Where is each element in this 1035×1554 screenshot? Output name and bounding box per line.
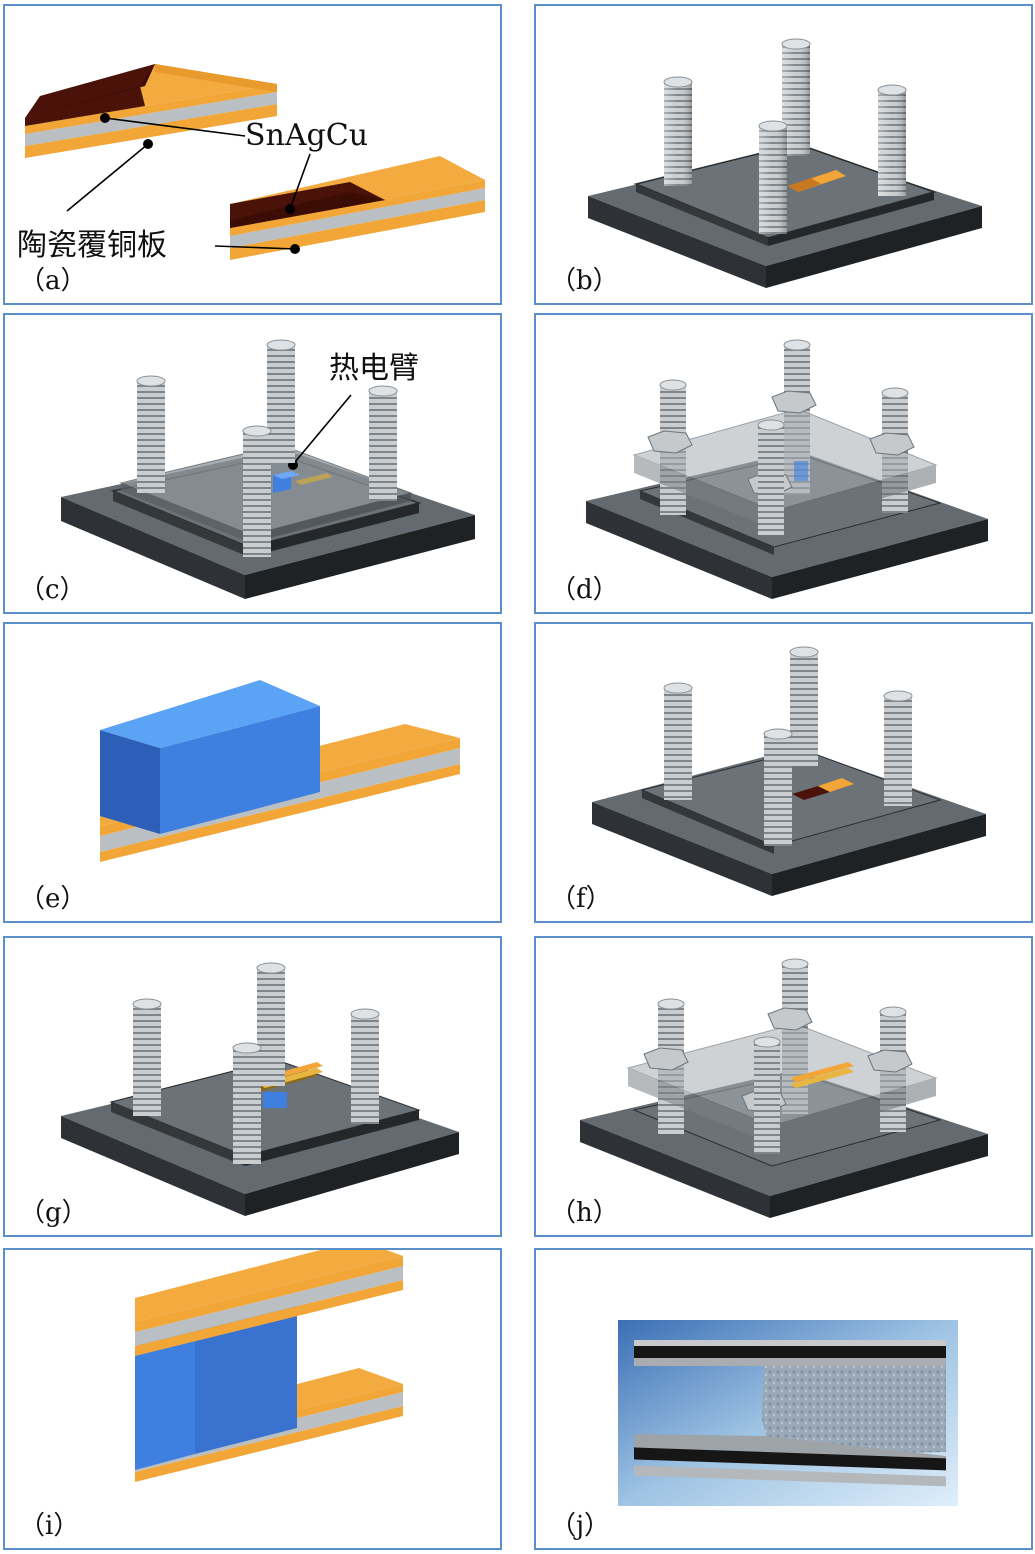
panel-i-label: （i）	[19, 1511, 80, 1541]
bolt-front	[757, 419, 785, 535]
inverted-dbc-strip	[790, 1062, 854, 1088]
thermoelectric-leg	[263, 1092, 287, 1108]
bolt-front	[753, 1036, 781, 1154]
panel-i: （i）	[3, 1248, 502, 1550]
bolt-back-left	[663, 76, 693, 186]
panel-h: （h）	[534, 936, 1033, 1237]
panel-g-label: （g）	[19, 1198, 88, 1228]
substrate-annotation: 陶瓷覆铜板	[17, 228, 167, 263]
panel-f-label: （f）	[550, 884, 612, 914]
panel-a-label: （a）	[19, 266, 87, 296]
thermoelectric-leg-block	[135, 1304, 297, 1470]
bolt-front	[242, 425, 272, 557]
bolt-back-right	[883, 690, 913, 806]
panel-j-photo	[618, 1320, 958, 1506]
panel-j-label: （j）	[550, 1511, 611, 1541]
top-dbc-strip	[135, 1250, 403, 1356]
solder-pad	[792, 786, 830, 800]
bolt-back-right	[350, 1008, 380, 1124]
top-plate-translucent	[626, 1023, 938, 1144]
panel-c-label: （c）	[19, 575, 86, 605]
bolt-front	[763, 728, 793, 846]
panel-b-illustration	[588, 38, 982, 288]
thermoelectric-leg-sample	[762, 1366, 946, 1456]
panel-h-label: （h）	[550, 1198, 619, 1228]
panel-e: （e）	[3, 622, 502, 923]
bolt-back-right	[368, 385, 398, 501]
bolt-back-left	[136, 375, 166, 493]
panel-g: （g）	[3, 936, 502, 1237]
bolt-front	[232, 1042, 262, 1164]
panel-e-illustration	[100, 680, 460, 862]
solder-annotation: SnAgCu	[245, 118, 369, 153]
panel-b-label: （b）	[550, 266, 619, 296]
panel-d: （d）	[534, 313, 1033, 614]
panel-g-illustration	[61, 962, 459, 1216]
panel-d-illustration	[586, 339, 988, 599]
thermoelectric-leg-annotation: 热电臂	[329, 351, 419, 386]
dbc-strip-1	[25, 64, 277, 158]
bolt-back-left	[663, 682, 693, 800]
panel-h-illustration	[580, 958, 988, 1218]
panel-d-label: （d）	[550, 575, 619, 605]
panel-c-illustration	[61, 339, 475, 599]
bolt-back-mid	[256, 962, 286, 1086]
bolt-back-right	[877, 84, 907, 196]
dbc-strip-2	[230, 156, 485, 260]
top-plate-translucent	[632, 408, 938, 529]
panel-i-illustration	[135, 1250, 403, 1482]
panel-b: （b）	[534, 4, 1033, 305]
bolt-back-mid	[781, 38, 811, 156]
thermoelectric-leg	[794, 461, 808, 481]
top-substrate	[634, 1340, 946, 1366]
bolt-back-left	[132, 998, 162, 1116]
panel-e-label: （e）	[19, 884, 87, 914]
solder-layer-1	[25, 86, 145, 126]
panel-j: （j）	[534, 1248, 1033, 1550]
panel-f-illustration	[592, 646, 986, 896]
panel-a: SnAgCu 陶瓷覆铜板 （a）	[3, 4, 502, 305]
thermoelectric-leg	[273, 471, 333, 493]
panel-a-illustration	[25, 64, 485, 260]
leader-dots	[100, 113, 300, 254]
leader-lines	[66, 117, 311, 250]
bolt-front	[758, 120, 788, 234]
bottom-substrate	[634, 1434, 946, 1487]
thermoelectric-leg-block	[100, 680, 320, 834]
copper-pad	[818, 778, 854, 792]
bolt-back-mid	[266, 339, 296, 463]
bolt-back-mid	[789, 646, 819, 766]
panel-f: （f）	[534, 622, 1033, 923]
panel-c: 热电臂 （c）	[3, 313, 502, 614]
